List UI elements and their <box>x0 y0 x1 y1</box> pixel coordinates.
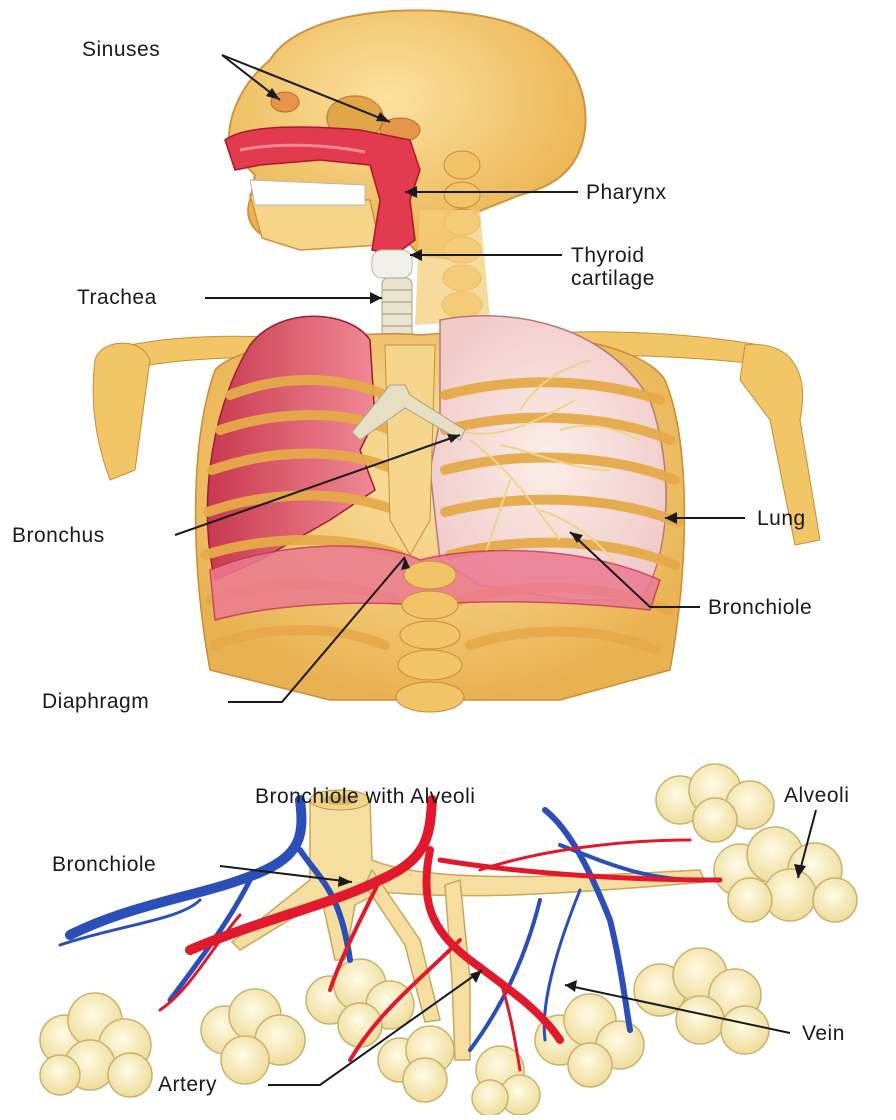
lower-diagram-title: Bronchiole with Alveoli <box>255 785 475 808</box>
thyroid-cartilage <box>372 250 412 278</box>
label-lung: Lung <box>757 507 806 530</box>
label-bronchiole-lower: Bronchiole <box>52 853 156 876</box>
label-trachea: Trachea <box>77 286 157 309</box>
label-thyroid-line1: Thyroid <box>571 244 655 267</box>
label-diaphragm: Diaphragm <box>42 690 149 713</box>
lower-alveoli-diagram <box>40 764 857 1115</box>
label-thyroid-line2: cartilage <box>571 267 655 290</box>
sternum <box>385 345 435 555</box>
label-thyroid-cartilage: Thyroid cartilage <box>571 244 655 290</box>
label-bronchus: Bronchus <box>12 524 105 547</box>
label-pharynx: Pharynx <box>586 181 667 204</box>
left-shoulder <box>93 343 150 480</box>
teeth <box>250 180 365 205</box>
label-artery: Artery <box>158 1073 217 1096</box>
label-vein: Vein <box>802 1022 845 1045</box>
label-alveoli: Alveoli <box>784 784 849 807</box>
label-sinuses: Sinuses <box>82 38 160 61</box>
label-bronchiole-upper: Bronchiole <box>708 596 812 619</box>
